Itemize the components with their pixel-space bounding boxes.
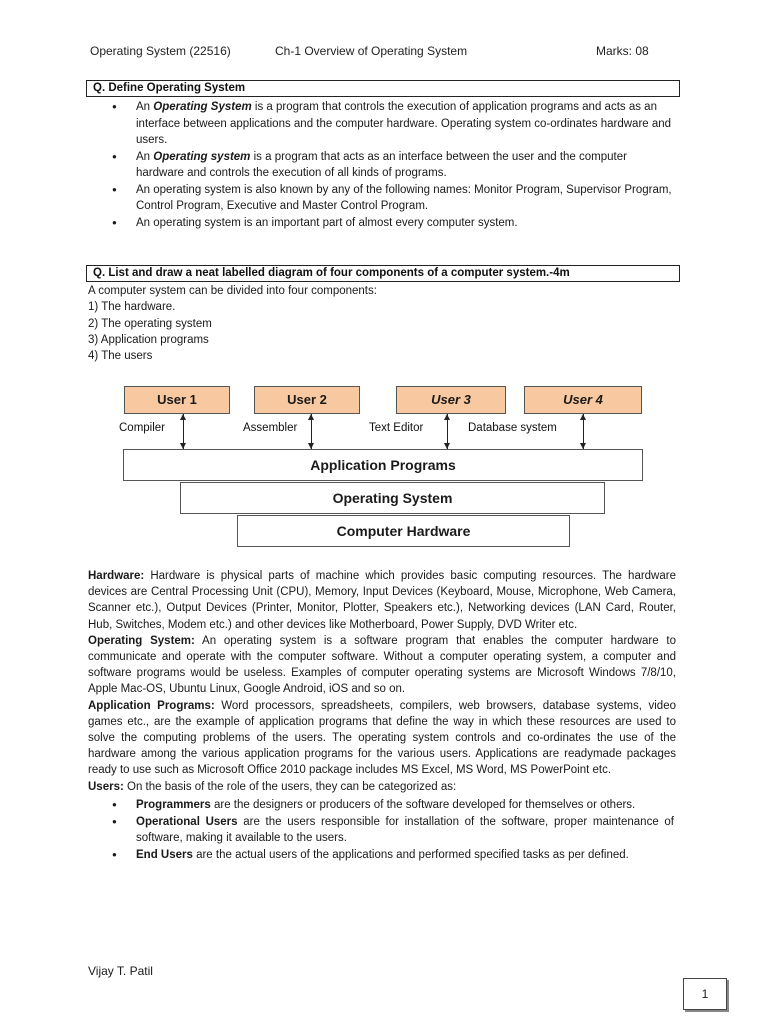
list-item: An Operating System is a program that co… <box>112 99 674 149</box>
layer-operating-system: Operating System <box>180 482 605 514</box>
label-database-system: Database system <box>468 422 557 434</box>
list-item: 4) The users <box>88 350 153 363</box>
label-compiler: Compiler <box>119 422 166 434</box>
list-item: End Users are the actual users of the ap… <box>112 847 674 864</box>
list-item: An Operating system is a program that ac… <box>112 149 674 182</box>
paragraph-hardware: Hardware: Hardware is physical parts of … <box>88 570 676 631</box>
header-marks: Marks: 08 <box>596 44 649 58</box>
paragraph-application-programs: Application Programs: Word processors, s… <box>88 699 676 777</box>
user-box-2: User 2 <box>254 386 360 414</box>
list-item: An operating system is also known by any… <box>112 182 674 215</box>
list-item: A computer system can be divided into fo… <box>88 285 377 297</box>
arrow-icon <box>580 414 586 449</box>
list-item: 2) The operating system <box>88 317 212 330</box>
list-item: 3) Application programs <box>88 333 209 346</box>
user-box-3: User 3 <box>396 386 506 414</box>
arrow-icon <box>180 414 186 449</box>
os-definition-list: An Operating System is a program that co… <box>112 99 674 231</box>
label-text-editor: Text Editor <box>369 422 424 434</box>
user-box-4: User 4 <box>524 386 642 414</box>
user-box-1: User 1 <box>124 386 230 414</box>
list-item: Programmers are the designers or produce… <box>112 797 674 814</box>
components-list: A computer system can be divided into fo… <box>88 283 377 364</box>
paragraph-users: Users: On the basis of the role of the u… <box>88 780 457 793</box>
header-chapter: Ch-1 Overview of Operating System <box>275 44 468 58</box>
page-number: 1 <box>683 978 727 1010</box>
layer-application-programs: Application Programs <box>123 449 643 481</box>
arrow-icon <box>444 414 450 449</box>
explanation-section: Hardware: Hardware is physical parts of … <box>88 568 676 795</box>
layer-computer-hardware: Computer Hardware <box>237 515 570 547</box>
question-four-components: Q. List and draw a neat labelled diagram… <box>86 265 680 282</box>
question-define-os: Q. Define Operating System <box>86 80 680 97</box>
user-types-list: Programmers are the designers or produce… <box>112 797 674 863</box>
footer-author: Vijay T. Patil <box>88 964 153 978</box>
paragraph-operating-system: Operating System: An operating system is… <box>88 634 677 696</box>
label-assembler: Assembler <box>243 422 298 434</box>
list-item: 1) The hardware. <box>88 301 176 314</box>
list-item: Operational Users are the users responsi… <box>112 814 674 847</box>
arrow-icon <box>308 414 314 449</box>
header-subject: Operating System (22516) <box>90 44 231 58</box>
list-item: An operating system is an important part… <box>112 215 674 232</box>
